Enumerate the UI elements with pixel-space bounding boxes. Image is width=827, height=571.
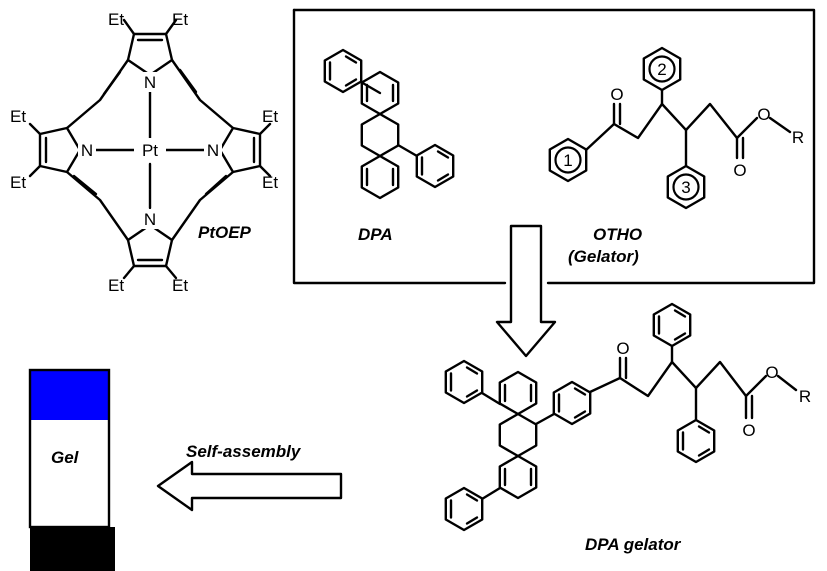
otho-o-ketone: O [610, 85, 623, 104]
gel-label: Gel [51, 448, 80, 467]
et-label-6: Et [262, 173, 278, 192]
otho-label: OTHO [593, 225, 642, 244]
atom-n-bottom: N [144, 210, 156, 229]
vial-cap [30, 527, 115, 571]
et-label-7: Et [108, 276, 124, 295]
gelator-o-ester-double: O [742, 421, 755, 440]
et-label-2: Et [172, 10, 188, 29]
gel-vial [28, 368, 115, 571]
gelator-paren-label: (Gelator) [568, 247, 639, 266]
box-left-bottom [292, 8, 507, 285]
ring-number-2: 2 [657, 60, 666, 79]
gelator-o-ester: O [765, 363, 778, 382]
vial-top-band [30, 370, 109, 420]
dpa-gelator-structure [444, 302, 798, 532]
dpa-gelator-label: DPA gelator [585, 535, 682, 554]
self-assembly-label: Self-assembly [186, 442, 302, 461]
self-assembly-arrow [156, 460, 343, 512]
gelator-r-group: R [799, 387, 811, 406]
otho-o-ester: O [757, 105, 770, 124]
ptoep-structure [28, 18, 272, 280]
ring-number-3: 3 [681, 178, 690, 197]
atom-pt: Pt [142, 141, 158, 160]
box-top-right [292, 8, 816, 285]
et-label-3: Et [10, 107, 26, 126]
ptoep-label: PtOEP [198, 223, 252, 242]
otho-o-ester-double: O [733, 161, 746, 180]
otho-r-group: R [792, 128, 804, 147]
et-label-8: Et [172, 276, 188, 295]
ring-number-1: 1 [563, 151, 572, 170]
atom-n-top: N [144, 73, 156, 92]
et-label-5: Et [262, 107, 278, 126]
atom-n-left: N [81, 141, 93, 160]
dpa-structure [323, 48, 455, 200]
vial-outline [28, 368, 111, 529]
et-label-1: Et [108, 10, 124, 29]
et-label-4: Et [10, 173, 26, 192]
down-arrow [495, 224, 557, 358]
atom-n-right: N [207, 141, 219, 160]
otho-structure [548, 46, 792, 210]
dpa-label: DPA [358, 225, 393, 244]
gelator-o-ketone: O [616, 339, 629, 358]
